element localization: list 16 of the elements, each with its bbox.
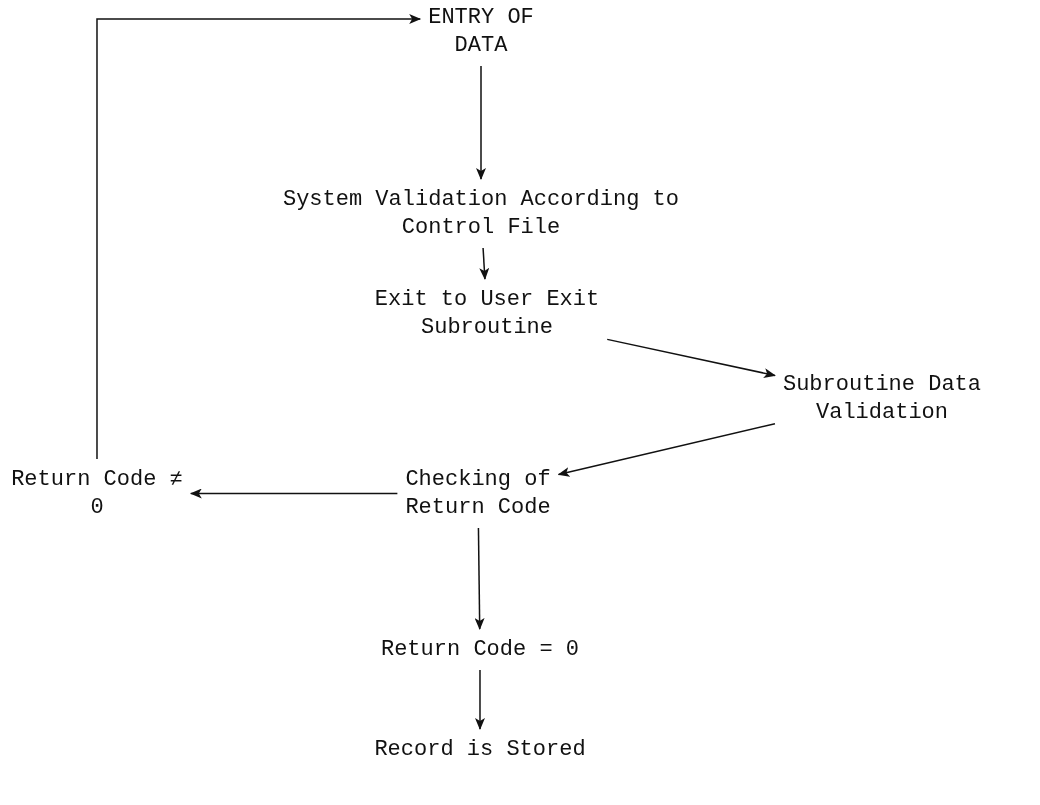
flow-step-text: Subroutine Data Validation [752, 371, 1012, 427]
flow-step-text: System Validation According to Control File [261, 186, 701, 242]
arrow [96, 14, 422, 460]
flow-step-text: ENTRY OF DATA [421, 4, 541, 60]
flow-step-text: Record is Stored [350, 736, 610, 764]
flow-step-text: Checking of Return Code [368, 466, 588, 522]
arrow [479, 247, 490, 280]
arrow [606, 338, 776, 379]
arrow [557, 422, 776, 477]
flow-step-text: Return Code ≠ 0 [2, 466, 192, 522]
flow-step-text: Return Code = 0 [350, 636, 610, 664]
arrow [474, 527, 485, 630]
flow-step-text: Exit to User Exit Subroutine [327, 286, 647, 342]
arrow [475, 669, 485, 730]
arrow [476, 65, 486, 180]
arrow [189, 488, 399, 499]
